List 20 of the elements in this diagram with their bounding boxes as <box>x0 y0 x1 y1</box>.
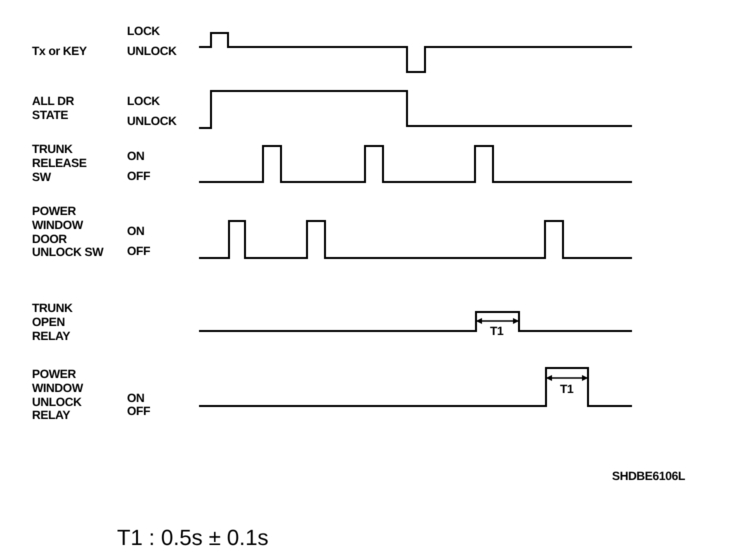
signal-name: POWER WINDOW DOOR UNLOCK SW <box>32 205 104 260</box>
signal-name: TRUNK RELEASE SW <box>32 143 88 184</box>
state-label: LOCK <box>127 95 160 109</box>
state-label: ON <box>127 392 144 406</box>
figure-code: SHDBE6106L <box>612 470 686 484</box>
state-label: UNLOCK <box>127 45 177 59</box>
state-label: OFF <box>127 245 150 259</box>
signal-name: POWER WINDOW UNLOCK RELAY <box>32 368 84 424</box>
signal-name: TRUNK OPEN RELAY <box>32 302 74 344</box>
state-label: ON <box>127 225 144 239</box>
state-label: UNLOCK <box>127 115 177 129</box>
timing-note: T1 : 0.5s ± 0.1s <box>117 526 268 550</box>
state-label: OFF <box>127 405 150 419</box>
time-label: T1 <box>490 325 504 339</box>
time-label: T1 <box>560 383 574 397</box>
state-label: ON <box>127 150 144 164</box>
state-label: LOCK <box>127 25 160 39</box>
signal-name: ALL DR STATE <box>32 95 75 123</box>
state-label: OFF <box>127 170 150 184</box>
signal-name: Tx or KEY <box>32 45 87 59</box>
